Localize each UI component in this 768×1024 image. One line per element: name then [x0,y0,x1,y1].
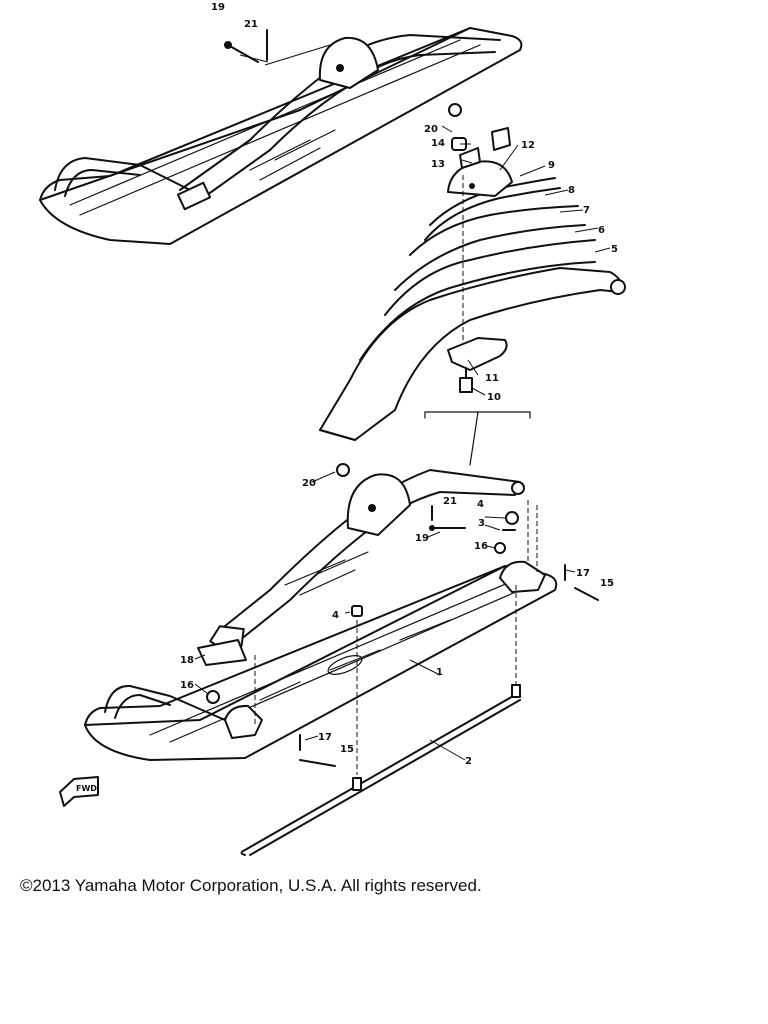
callout-9: 9 [548,160,555,171]
callout-5: 5 [611,244,618,255]
upper-ski-assembly [39,27,523,245]
callout-10: 10 [487,392,501,403]
callout-20-top: 20 [424,124,438,135]
callout-17-right: 17 [576,568,590,579]
callout-19-bottom: 19 [415,533,429,544]
callout-8: 8 [568,185,575,196]
callout-4-right: 4 [477,499,484,510]
callout-17-left: 17 [318,732,332,743]
callout-15-right: 15 [600,578,614,589]
ski-assembly-diagram: 19 21 20 14 13 12 9 8 7 6 5 11 10 20 21 … [39,2,626,856]
callout-12: 12 [521,140,535,151]
callout-6: 6 [598,225,605,236]
callout-7: 7 [583,205,590,216]
callout-11: 11 [485,373,499,384]
callout-21-bottom: 21 [443,496,457,507]
callout-1: 1 [436,667,443,678]
callout-4-center: 4 [332,610,339,621]
lower-ski-assembly [84,463,599,767]
callout-16-left: 16 [180,680,194,691]
assembly-bracket [424,411,531,466]
assembly-lines [254,500,538,775]
callout-18: 18 [180,655,194,666]
callout-21-top: 21 [244,19,258,30]
callout-15-left: 15 [340,744,354,755]
forward-arrow-icon [59,776,99,807]
fwd-label: FWD [76,784,97,793]
callout-13: 13 [431,159,445,170]
callout-14: 14 [431,138,445,149]
callout-19-top: 19 [211,2,225,13]
callout-2: 2 [465,756,472,767]
leaf-spring-stack [319,127,626,441]
callout-20-bottom: 20 [302,478,316,489]
callout-3: 3 [478,518,485,529]
callout-labels: 19 21 20 14 13 12 9 8 7 6 5 11 10 20 21 … [76,2,618,793]
wear-bar-runner [240,684,521,856]
copyright-notice: ©2013 Yamaha Motor Corporation, U.S.A. A… [20,876,482,895]
callout-16-right: 16 [474,541,488,552]
callout-leaders [194,125,611,761]
